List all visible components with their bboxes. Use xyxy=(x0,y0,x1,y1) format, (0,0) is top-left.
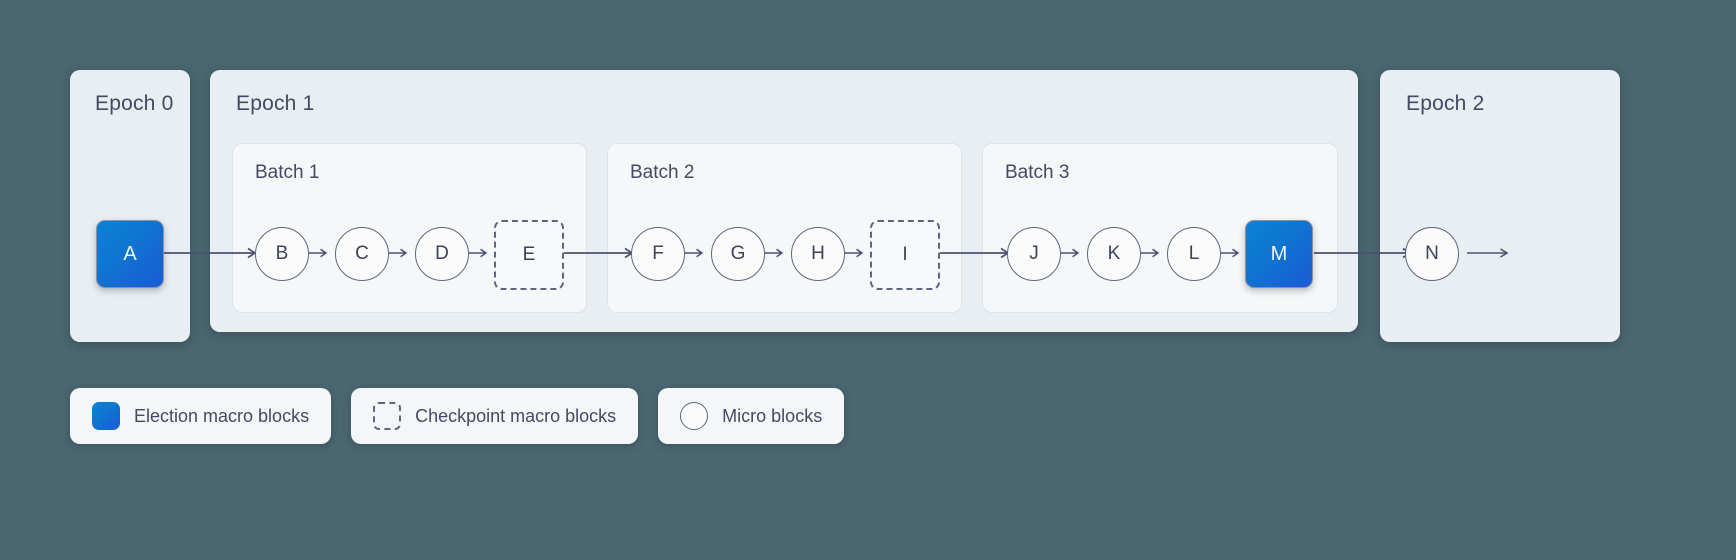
arrow-B-to-C xyxy=(307,246,333,260)
epoch-label-1: Epoch 1 xyxy=(236,92,315,115)
legend: Election macro blocks Checkpoint macro b… xyxy=(70,388,845,444)
block-H[interactable]: H xyxy=(791,227,845,281)
arrow-L-to-M xyxy=(1219,246,1245,260)
block-label-N: N xyxy=(1425,243,1439,264)
arrow-A-to-B xyxy=(163,246,263,260)
arrow-I-to-J xyxy=(938,246,1016,260)
block-G[interactable]: G xyxy=(711,227,765,281)
block-label-H: H xyxy=(811,243,825,264)
epoch-row: Epoch 0 Epoch 1 Batch 1 Batch 2 Batch 3 … xyxy=(70,70,1620,342)
block-label-G: G xyxy=(730,243,746,264)
epoch-label-2: Epoch 2 xyxy=(1406,92,1485,115)
block-N[interactable]: N xyxy=(1405,227,1459,281)
batch-label-3: Batch 3 xyxy=(1005,162,1070,183)
block-label-F: F xyxy=(652,243,664,264)
block-L[interactable]: L xyxy=(1167,227,1221,281)
legend-item-micro[interactable]: Micro blocks xyxy=(658,388,845,444)
arrow-D-to-E xyxy=(467,246,493,260)
block-F[interactable]: F xyxy=(631,227,685,281)
batch-label-2: Batch 2 xyxy=(630,162,695,183)
block-B[interactable]: B xyxy=(255,227,309,281)
arrow-N-to-next xyxy=(1467,246,1515,260)
block-label-D: D xyxy=(435,243,449,264)
block-C[interactable]: C xyxy=(335,227,389,281)
arrow-M-to-N xyxy=(1314,246,1418,260)
arrow-C-to-D xyxy=(387,246,413,260)
arrow-G-to-H xyxy=(763,246,789,260)
block-label-J: J xyxy=(1029,243,1039,264)
legend-label-checkpoint: Checkpoint macro blocks xyxy=(415,405,617,426)
micro-block-icon xyxy=(680,402,709,430)
epoch-container-0[interactable]: Epoch 0 xyxy=(70,70,190,342)
block-label-E: E xyxy=(522,244,536,265)
batch-label-1: Batch 1 xyxy=(255,162,320,183)
epoch-label-0: Epoch 0 xyxy=(95,92,174,115)
block-label-L: L xyxy=(1188,243,1200,264)
arrow-K-to-L xyxy=(1139,246,1165,260)
arrow-E-to-F xyxy=(562,246,640,260)
legend-item-election[interactable]: Election macro blocks xyxy=(70,388,332,444)
epoch-container-1[interactable]: Epoch 1 Batch 1 Batch 2 Batch 3 xyxy=(210,70,1358,332)
arrow-J-to-K xyxy=(1059,246,1085,260)
block-J[interactable]: J xyxy=(1007,227,1061,281)
block-label-C: C xyxy=(355,243,369,264)
checkpoint-macro-block-icon xyxy=(373,402,402,430)
block-label-K: K xyxy=(1107,243,1121,264)
block-D[interactable]: D xyxy=(415,227,469,281)
block-A[interactable]: A xyxy=(96,220,164,288)
legend-label-election: Election macro blocks xyxy=(134,405,310,426)
epoch-container-2[interactable]: Epoch 2 xyxy=(1380,70,1620,342)
block-label-B: B xyxy=(275,243,289,264)
block-K[interactable]: K xyxy=(1087,227,1141,281)
arrow-H-to-I xyxy=(843,246,869,260)
legend-label-micro: Micro blocks xyxy=(722,405,823,426)
block-label-I: I xyxy=(902,244,908,265)
block-label-M: M xyxy=(1270,242,1288,265)
arrow-F-to-G xyxy=(683,246,709,260)
election-macro-block-icon xyxy=(92,402,120,430)
block-E[interactable]: E xyxy=(494,220,564,290)
block-label-A: A xyxy=(123,242,137,265)
legend-item-checkpoint[interactable]: Checkpoint macro blocks xyxy=(351,388,639,444)
block-I[interactable]: I xyxy=(870,220,940,290)
block-M[interactable]: M xyxy=(1245,220,1313,288)
